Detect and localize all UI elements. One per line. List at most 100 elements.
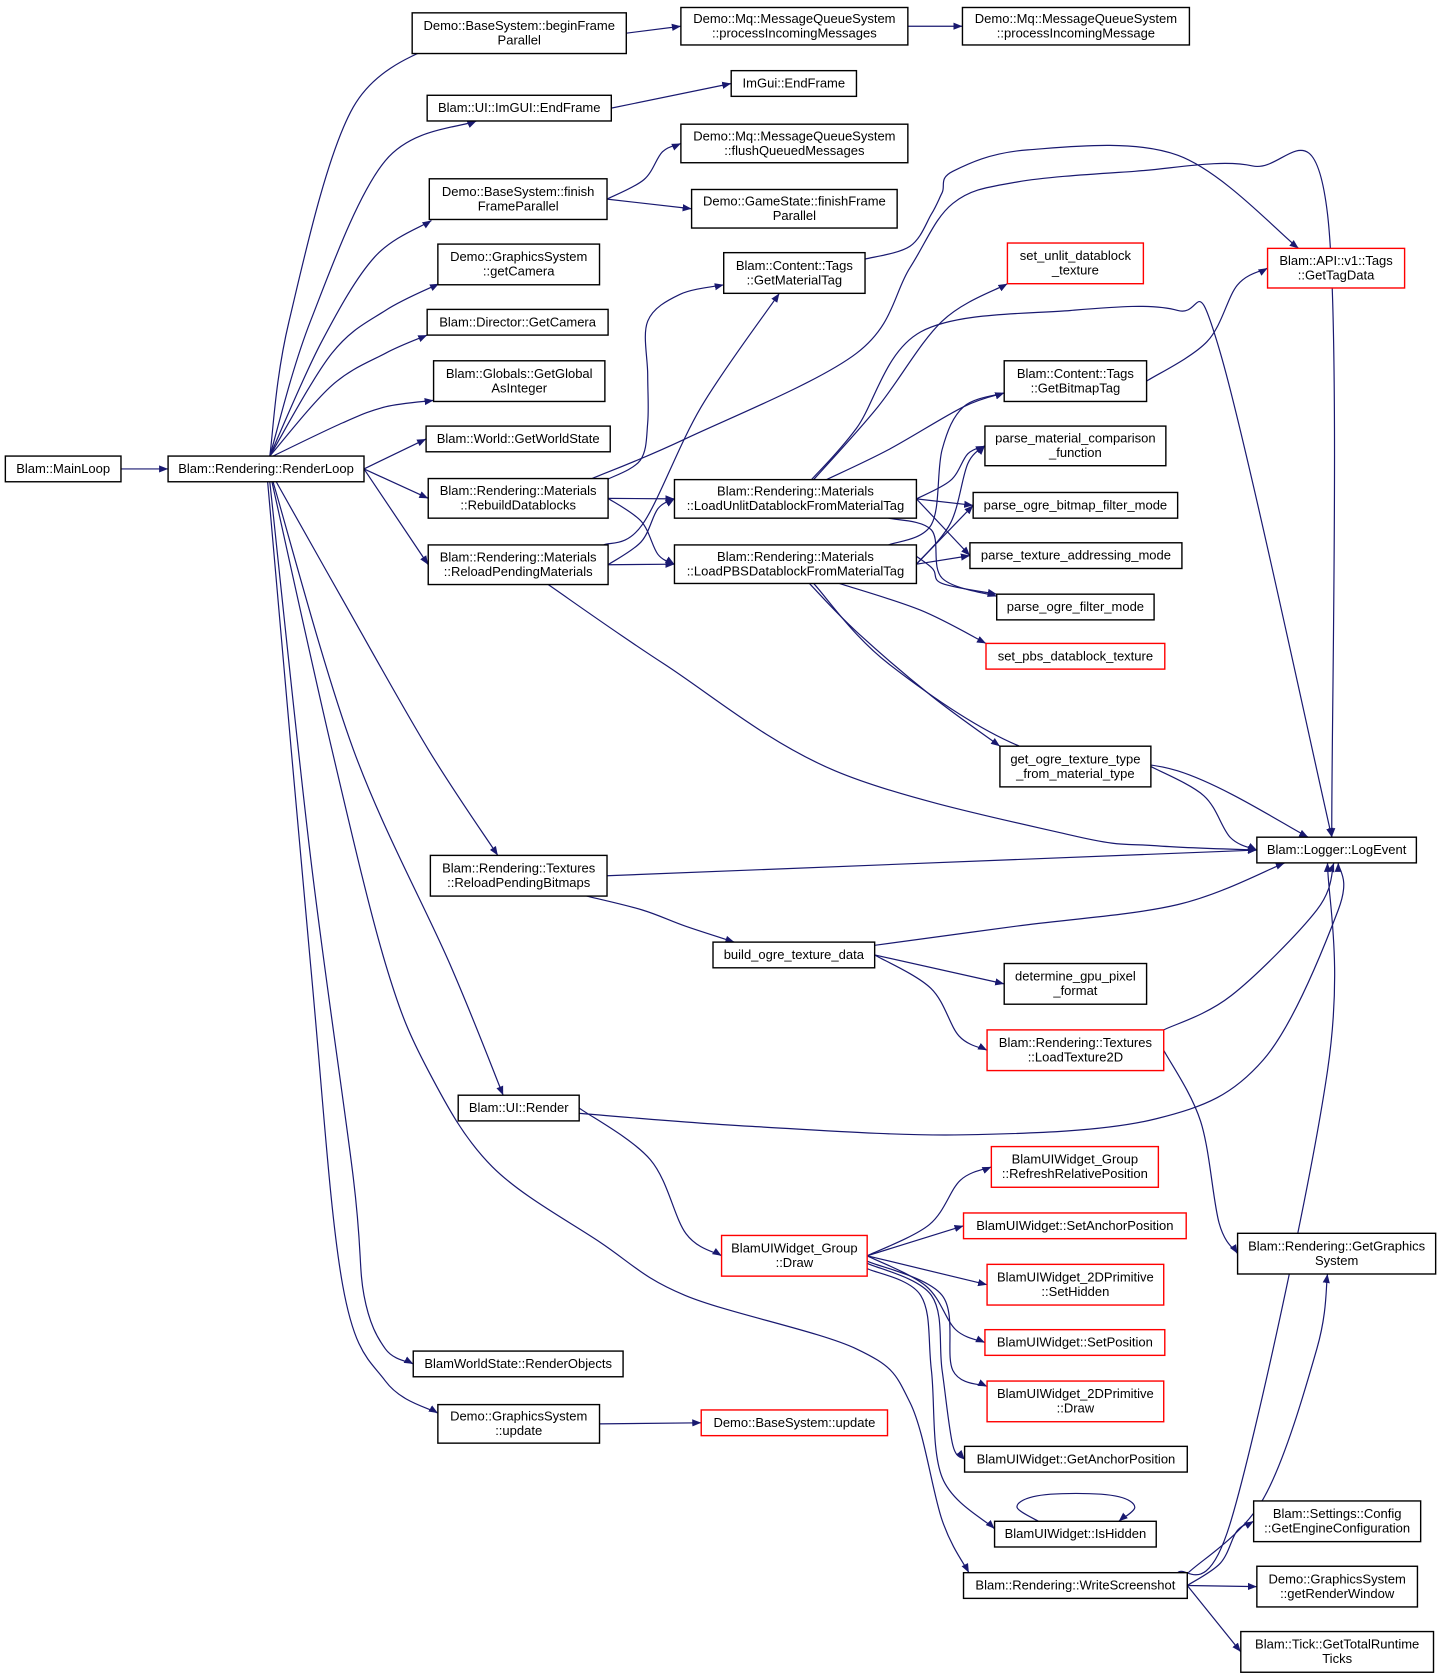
node-buildtex[interactable]: build_ogre_texture_data [712, 941, 876, 969]
node-reloadbmp[interactable]: Blam::Rendering::Textures::ReloadPending… [429, 854, 608, 897]
node-box [680, 123, 909, 164]
edge-renderloop-to-rebuild [363, 468, 429, 499]
node-worldstate[interactable]: Blam::World::GetWorldState [425, 425, 611, 453]
edge-arrow [866, 1225, 964, 1257]
edge-getmattag-to-gettagdata [864, 144, 1299, 260]
node-label-line: Blam::MainLoop [16, 461, 110, 476]
node-setpbs[interactable]: set_pbs_datablock_texture [985, 642, 1166, 670]
node-label-line: ::GetBitmapTag [1031, 380, 1121, 395]
node-box [990, 1145, 1160, 1188]
node-label-line: FrameParallel [478, 198, 559, 213]
node-engineconfig[interactable]: Blam::Settings::Config::GetEngineConfigu… [1252, 1500, 1422, 1543]
node-label-line: _format [1052, 983, 1097, 998]
node-box [712, 941, 876, 969]
node-loadtex2d[interactable]: Blam::Rendering::Textures::LoadTexture2D [986, 1029, 1165, 1072]
edge-loadunlit-to-setunlit [813, 283, 1008, 481]
edge-arrow [626, 23, 681, 34]
node-getbitmap[interactable]: Blam::Content::Tags::GetBitmapTag [1003, 360, 1148, 403]
edge-screenshot-to-runtime [1186, 1585, 1242, 1653]
edge-arrow [866, 1255, 986, 1344]
node-parsecmp[interactable]: parse_material_comparison_function [984, 425, 1167, 467]
node-procmsg[interactable]: Demo::Mq::MessageQueueSystem::processInc… [961, 6, 1191, 46]
node-gsupdate[interactable]: Demo::GraphicsSystem::update [437, 1403, 601, 1444]
node-imguiendframe[interactable]: ImGui::EndFrame [730, 69, 858, 98]
node-groupdraw[interactable]: BlamUIWidget_Group::Draw [720, 1234, 868, 1277]
node-label-line: Parallel [773, 208, 816, 223]
node-label-line: ::ReloadPendingMaterials [444, 564, 593, 579]
node-box [985, 642, 1166, 670]
node-dircamera[interactable]: Blam::Director::GetCamera [426, 308, 609, 336]
edge-reloadmat-to-logevent [547, 584, 1257, 854]
node-uiendframe[interactable]: Blam::UI::ImGUI::EndFrame [426, 94, 613, 122]
node-ishidden[interactable]: BlamUIWidget::IsHidden [993, 1520, 1157, 1548]
node-parsebmpfilter[interactable]: parse_ogre_bitmap_filter_mode [972, 491, 1179, 519]
node-label-line: ::SetHidden [1041, 1284, 1109, 1299]
node-renderloop[interactable]: Blam::Rendering::RenderLoop [167, 455, 365, 483]
edge-arrow [606, 198, 692, 212]
node-rebuild[interactable]: Blam::Rendering::Materials::RebuildDatab… [427, 477, 609, 519]
node-logevent[interactable]: Blam::Logger::LogEvent [1256, 836, 1418, 864]
node-refreshpos[interactable]: BlamUIWidget_Group::RefreshRelativePosit… [990, 1145, 1160, 1188]
node-sethidden[interactable]: BlamUIWidget_2DPrimitive::SetHidden [986, 1263, 1165, 1306]
node-procmsgs[interactable]: Demo::Mq::MessageQueueSystem::processInc… [680, 6, 909, 46]
edge-renderloop-to-uiendframe [269, 120, 477, 457]
edge-loadunlit-to-parsebmpfilter [916, 498, 974, 508]
node-flushmsgs[interactable]: Demo::Mq::MessageQueueSystem::flushQueue… [680, 123, 909, 164]
node-loadunlit[interactable]: Blam::Rendering::Materials::LoadUnlitDat… [673, 478, 918, 519]
node-bsupdate[interactable]: Demo::BaseSystem::update [700, 1409, 889, 1437]
node-label-line: BlamUIWidget_Group [1012, 1152, 1138, 1167]
node-label-line: ::LoadUnlitDatablockFromMaterialTag [687, 498, 904, 513]
node-gettagdata[interactable]: Blam::API::v1::Tags::GetTagData [1266, 247, 1406, 289]
node-label-line: _texture [1051, 263, 1099, 278]
node-box [426, 94, 613, 122]
node-gettextype[interactable]: get_ogre_texture_type_from_material_type [999, 745, 1152, 788]
node-getanchor[interactable]: BlamUIWidget::GetAnchorPosition [963, 1445, 1188, 1473]
node-parsefilter[interactable]: parse_ogre_filter_mode [996, 593, 1155, 621]
node-label-line: ::processIncomingMessage [997, 26, 1155, 41]
node-label-line: parse_ogre_filter_mode [1007, 599, 1144, 614]
edge-arrow [269, 283, 440, 457]
node-label-line: Blam::Rendering::Textures [442, 861, 596, 876]
node-uirender[interactable]: Blam::UI::Render [457, 1094, 580, 1122]
edge-loadpbs-to-parsebmpfilter [915, 504, 974, 565]
edge-renderloop-to-reloadbmp [275, 481, 499, 856]
node-box [1003, 962, 1148, 1005]
node-reloadmat[interactable]: Blam::Rendering::Materials::ReloadPendin… [427, 544, 609, 586]
node-mainloop[interactable]: Blam::MainLoop [4, 455, 122, 483]
node-getmattag[interactable]: Blam::Content::Tags::GetMaterialTag [723, 251, 866, 295]
edge-arrow [811, 301, 1334, 838]
edge-renderloop-to-getcamera [269, 283, 440, 457]
edges-layer [120, 22, 1345, 1653]
node-label-line: ::GetMaterialTag [747, 272, 842, 287]
edge-reloadbmp-to-buildtex [586, 895, 735, 943]
node-renderwindow[interactable]: Demo::GraphicsSystem::getRenderWindow [1256, 1565, 1419, 1608]
edge-arrow [1163, 862, 1335, 1031]
edge-loadtex2d-to-getgfx [1163, 1049, 1239, 1254]
edge-arrow [916, 553, 971, 565]
edge-arrow [866, 1262, 966, 1460]
edge-reloadbmp-to-logevent [606, 846, 1257, 877]
node-gpupixel[interactable]: determine_gpu_pixel_format [1003, 962, 1148, 1005]
edge-groupdraw-to-setposition [866, 1255, 986, 1344]
node-renderobjects[interactable]: BlamWorldState::RenderObjects [412, 1350, 624, 1378]
node-setunlit[interactable]: set_unlit_datablock_texture [1006, 242, 1145, 285]
node-label-line: Blam::Content::Tags [1017, 366, 1135, 381]
node-parseaddr[interactable]: parse_texture_addressing_mode [969, 542, 1183, 570]
node-primdraw[interactable]: BlamUIWidget_2DPrimitive::Draw [986, 1380, 1165, 1423]
node-box [999, 745, 1152, 788]
node-loadpbs[interactable]: Blam::Rendering::Materials::LoadPBSDatab… [673, 544, 918, 585]
edge-loadunlit-to-getbitmap [826, 392, 1005, 481]
node-screenshot[interactable]: Blam::Rendering::WriteScreenshot [962, 1571, 1188, 1600]
node-getcamera[interactable]: Demo::GraphicsSystem::getCamera [437, 243, 601, 286]
node-setposition[interactable]: BlamUIWidget::SetPosition [984, 1328, 1166, 1357]
node-label-line: get_ogre_texture_type [1010, 751, 1140, 766]
node-setanchor[interactable]: BlamUIWidget::SetAnchorPosition [962, 1212, 1187, 1240]
edge-gettextype-to-logevent [1150, 766, 1258, 851]
node-box [984, 1328, 1166, 1357]
